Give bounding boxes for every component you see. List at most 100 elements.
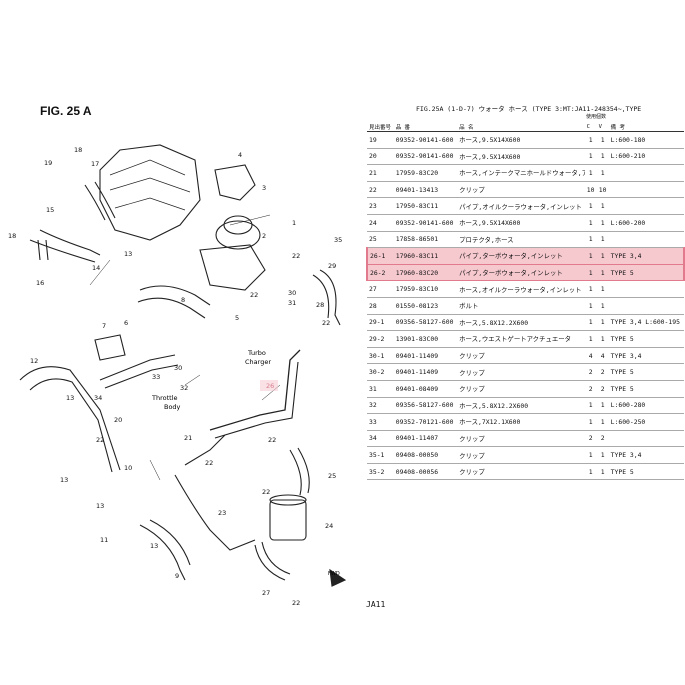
row-qty-c: 4 [584, 347, 597, 365]
row-part-number: 09401-13413 [393, 181, 458, 199]
pipe-23 [174, 474, 256, 551]
row-no: 30-2 [367, 363, 394, 381]
row-part-number: 17959-83C20 [393, 164, 458, 182]
callout-22e: 22 [205, 459, 213, 467]
callout-32: 32 [180, 384, 188, 392]
row-part-number: 09352-90141-600 [393, 214, 458, 232]
throttle-label: Throttle [151, 394, 178, 402]
row-no: 19 [367, 131, 394, 149]
row-qty-v: 1 [596, 463, 609, 481]
row-remarks [608, 280, 684, 298]
row-part-name: ホース,インテークマニホールドウォータ,アウトレット [457, 164, 585, 182]
col-c: C [584, 122, 597, 132]
row-qty-v: 1 [596, 148, 609, 166]
row-qty-c: 1 [584, 280, 597, 298]
callout-14: 14 [92, 264, 100, 272]
row-remarks [608, 430, 684, 448]
callout-18b: 18 [8, 232, 16, 240]
row-part-number: 01550-08123 [393, 297, 458, 315]
row-qty-v: 1 [596, 330, 609, 348]
callout-31: 31 [288, 299, 296, 307]
row-part-number: 09356-58127-600 [393, 397, 458, 415]
row-qty-c: 1 [584, 264, 597, 282]
callout-7: 7 [102, 322, 106, 330]
row-part-name: クリップ [457, 380, 585, 398]
callout-27: 27 [262, 589, 270, 597]
row-no: 34 [367, 430, 394, 448]
row-part-name: ホース,ウエストゲートアクチュエータ [457, 330, 585, 348]
row-remarks: TYPE 3,4 [608, 347, 684, 365]
row-part-number: 09352-70121-600 [393, 413, 458, 431]
row-part-name: ホース,9.5X14X600 [457, 131, 585, 149]
row-no: 29-2 [367, 330, 394, 348]
gasket [215, 220, 261, 250]
row-no: 31 [367, 380, 394, 398]
hose-29 [319, 269, 341, 326]
engine-block [99, 144, 201, 241]
row-remarks: L:600-250 [608, 413, 684, 431]
callout-22h: 22 [292, 599, 300, 607]
callout-3: 3 [262, 184, 266, 192]
col-no: 見出番号 [367, 122, 394, 132]
row-part-name: クリップ [457, 363, 585, 381]
row-part-name: クリップ [457, 463, 585, 481]
callout-5: 5 [235, 314, 239, 322]
row-qty-c: 1 [584, 446, 597, 464]
throttle-label-2: Body [164, 403, 181, 411]
hose-25 [289, 449, 302, 496]
row-qty-v: 1 [596, 214, 609, 232]
row-no: 29-1 [367, 314, 394, 332]
row-remarks: TYPE 3,4 L:600-195 [608, 314, 684, 332]
row-qty-v: 1 [596, 231, 609, 249]
row-no: 24 [367, 214, 394, 232]
row-part-name: パイプ,オイルクーラウォータ,インレット [457, 197, 585, 215]
col-name: 品 名 [457, 122, 585, 132]
row-remarks: L:600-210 [608, 148, 684, 166]
oil-filter [269, 499, 307, 541]
thermostat-housing [214, 164, 256, 201]
row-qty-c: 1 [584, 314, 597, 332]
row-part-name: クリップ [457, 347, 585, 365]
callout-22g: 22 [262, 488, 270, 496]
row-part-number: 09401-11407 [393, 430, 458, 448]
row-part-number: 09356-58127-600 [393, 314, 458, 332]
hose-27 [254, 544, 286, 581]
row-qty-v: 1 [596, 280, 609, 298]
callout-12: 12 [30, 357, 38, 365]
callout-34: 34 [94, 394, 102, 402]
col-part: 品 番 [393, 122, 458, 132]
callout-22d: 22 [96, 436, 104, 444]
row-qty-c: 10 [584, 181, 597, 199]
callout-25: 25 [328, 472, 336, 480]
row-qty-c: 1 [584, 231, 597, 249]
callout-30b: 30 [288, 289, 296, 297]
row-part-name: クリップ [457, 446, 585, 464]
row-qty-v: 1 [596, 413, 609, 431]
hose-33 [99, 354, 176, 381]
row-qty-c: 1 [584, 131, 597, 149]
callout-19: 19 [44, 159, 52, 167]
row-part-name: クリップ [457, 181, 585, 199]
row-part-name: ホース,9.5X14X600 [457, 214, 585, 232]
callout-6: 6 [124, 319, 128, 327]
turbo-label: Turbo [247, 349, 266, 357]
row-qty-v: 1 [596, 397, 609, 415]
callout-2: 2 [262, 232, 266, 240]
row-part-name: パイプ,ターボウォータ,インレット [457, 247, 585, 265]
col-remarks: 備 考 [608, 122, 684, 132]
model-code: JA11 [366, 600, 386, 609]
row-remarks: TYPE 5 [608, 363, 684, 381]
row-qty-v: 2 [596, 380, 609, 398]
row-no: 30-1 [367, 347, 394, 365]
row-no: 26-2 [366, 264, 394, 282]
row-qty-c: 2 [584, 363, 597, 381]
callout-13e: 13 [96, 502, 104, 510]
row-no: 21 [367, 164, 394, 182]
